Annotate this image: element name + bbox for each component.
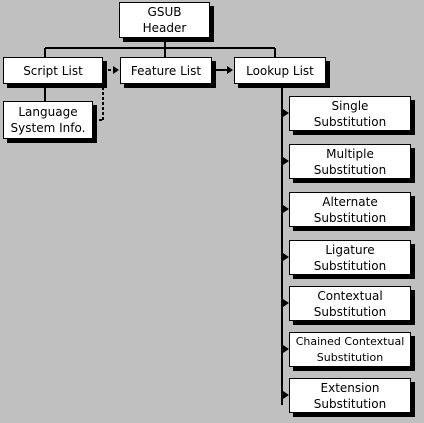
lookup-list-box: Lookup List — [234, 57, 326, 84]
single-substitution-box: Single Substitution — [289, 96, 411, 131]
language-system-box: Language System Info. — [3, 101, 93, 139]
chained-contextual-substitution-box: Chained Contextual Substitution — [289, 332, 411, 367]
language-system-line1: Language — [18, 105, 78, 119]
multiple-substitution-line1: Multiple — [326, 146, 374, 161]
extension-substitution-line2: Substitution — [313, 396, 387, 411]
extension-substitution-box: Extension Substitution — [289, 378, 411, 413]
contextual-substitution-box: Contextual Substitution — [289, 286, 411, 321]
ligature-substitution-line1: Ligature — [325, 242, 375, 257]
ligature-substitution-line2: Substitution — [313, 258, 387, 273]
alternate-substitution-line2: Substitution — [313, 210, 387, 225]
extension-substitution-line1: Extension — [320, 380, 380, 395]
single-substitution-line1: Single — [331, 98, 369, 113]
feature-list-label: Feature List — [130, 63, 202, 78]
single-substitution-line2: Substitution — [313, 114, 387, 129]
alternate-substitution-line1: Alternate — [322, 194, 378, 209]
multiple-substitution-box: Multiple Substitution — [289, 144, 411, 179]
language-system-line2: System Info. — [10, 121, 86, 135]
script-list-box: Script List — [3, 57, 103, 84]
feature-list-box: Feature List — [120, 57, 212, 84]
gsub-header-line2: Header — [142, 21, 187, 35]
contextual-substitution-line1: Contextual — [317, 288, 383, 303]
contextual-substitution-line2: Substitution — [313, 304, 387, 319]
gsub-header-line1: GSUB — [147, 5, 182, 19]
lookup-list-label: Lookup List — [246, 63, 314, 78]
script-list-label: Script List — [23, 63, 83, 78]
multiple-substitution-line2: Substitution — [313, 162, 387, 177]
chained-contextual-substitution-line2: Substitution — [316, 350, 384, 364]
ligature-substitution-box: Ligature Substitution — [289, 240, 411, 275]
gsub-header-box: GSUB Header — [119, 2, 210, 38]
chained-contextual-substitution-line1: Chained Contextual — [295, 334, 405, 348]
alternate-substitution-box: Alternate Substitution — [289, 192, 411, 227]
